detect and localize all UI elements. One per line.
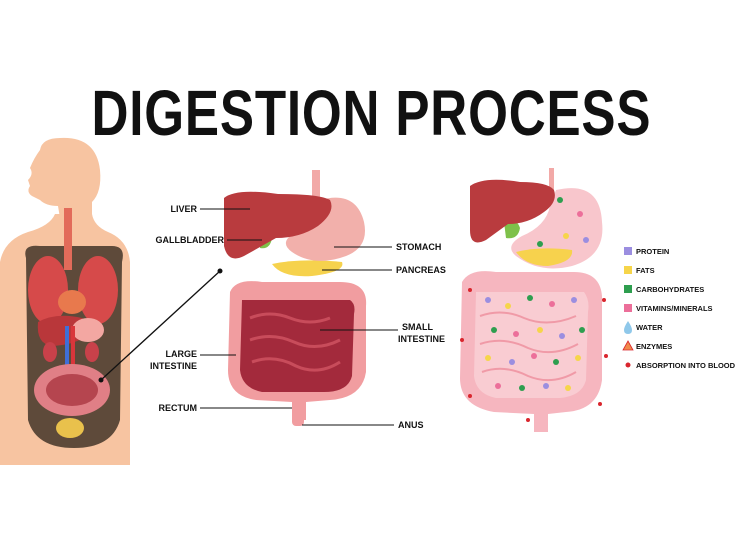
water-drop-icon (624, 321, 632, 334)
legend-fats-label: FATS (636, 266, 655, 275)
nutrient-dots (460, 197, 608, 422)
nutrient-absorption-diagram (460, 168, 608, 432)
legend-vitamins-swatch (624, 304, 632, 312)
page-title: DIGESTION PROCESS (91, 77, 652, 149)
label-stomach: STOMACH (396, 242, 441, 252)
legend-item-enzymes: ENZYMES (622, 340, 672, 351)
legend-item-absorption: ABSORPTION INTO BLOOD (625, 361, 736, 370)
organ-labels: LIVER GALLBLADDER LARGE INTESTINE RECTUM… (150, 204, 446, 430)
legend-item-protein: PROTEIN (624, 247, 669, 256)
legend-item-carbohydrates: CARBOHYDRATES (624, 285, 704, 294)
legend-carbohydrates-label: CARBOHYDRATES (636, 285, 704, 294)
legend-protein-label: PROTEIN (636, 247, 669, 256)
legend-absorption-label: ABSORPTION INTO BLOOD (636, 361, 736, 370)
label-pancreas: PANCREAS (396, 265, 446, 275)
label-gallbladder: GALLBLADDER (156, 235, 225, 245)
digestive-organs-diagram (224, 170, 367, 426)
nutrient-legend: PROTEIN FATS CARBOHYDRATES VITAMINS/MINE… (622, 247, 736, 370)
human-body-figure (0, 137, 130, 465)
label-small-intestine-2: INTESTINE (398, 334, 445, 344)
label-rectum: RECTUM (159, 403, 198, 413)
enzyme-triangle-icon (622, 340, 634, 351)
legend-enzymes-label: ENZYMES (636, 342, 672, 351)
label-anus: ANUS (398, 420, 424, 430)
label-liver: LIVER (170, 204, 197, 214)
legend-protein-swatch (624, 247, 632, 255)
label-small-intestine-1: SMALL (402, 322, 433, 332)
legend-carbohydrates-swatch (624, 285, 632, 293)
legend-water-label: WATER (636, 323, 663, 332)
body-connector-line (100, 270, 221, 381)
legend-item-water: WATER (624, 321, 663, 334)
legend-item-fats: FATS (624, 266, 655, 275)
legend-vitamins-label: VITAMINS/MINERALS (636, 304, 713, 313)
legend-fats-swatch (624, 266, 632, 274)
blood-dot-icon (625, 362, 631, 368)
label-large-intestine-2: INTESTINE (150, 361, 197, 371)
label-large-intestine-1: LARGE (166, 349, 198, 359)
legend-item-vitamins-minerals: VITAMINS/MINERALS (624, 304, 713, 313)
